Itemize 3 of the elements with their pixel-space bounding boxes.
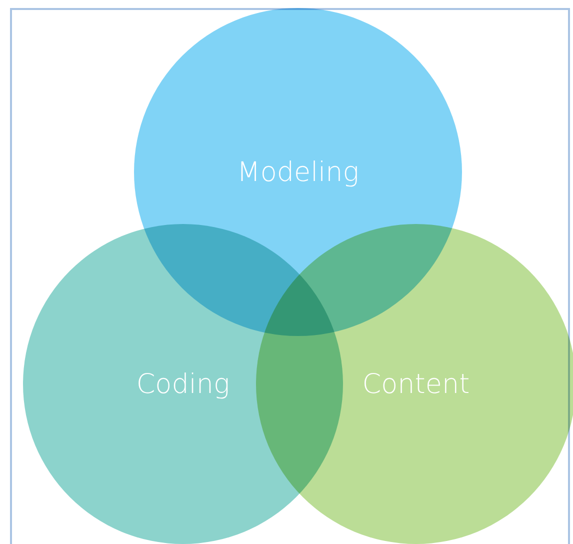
circle-label: Coding <box>136 368 230 400</box>
circle-label: Content <box>362 368 470 400</box>
circle-label: Modeling <box>237 156 359 188</box>
